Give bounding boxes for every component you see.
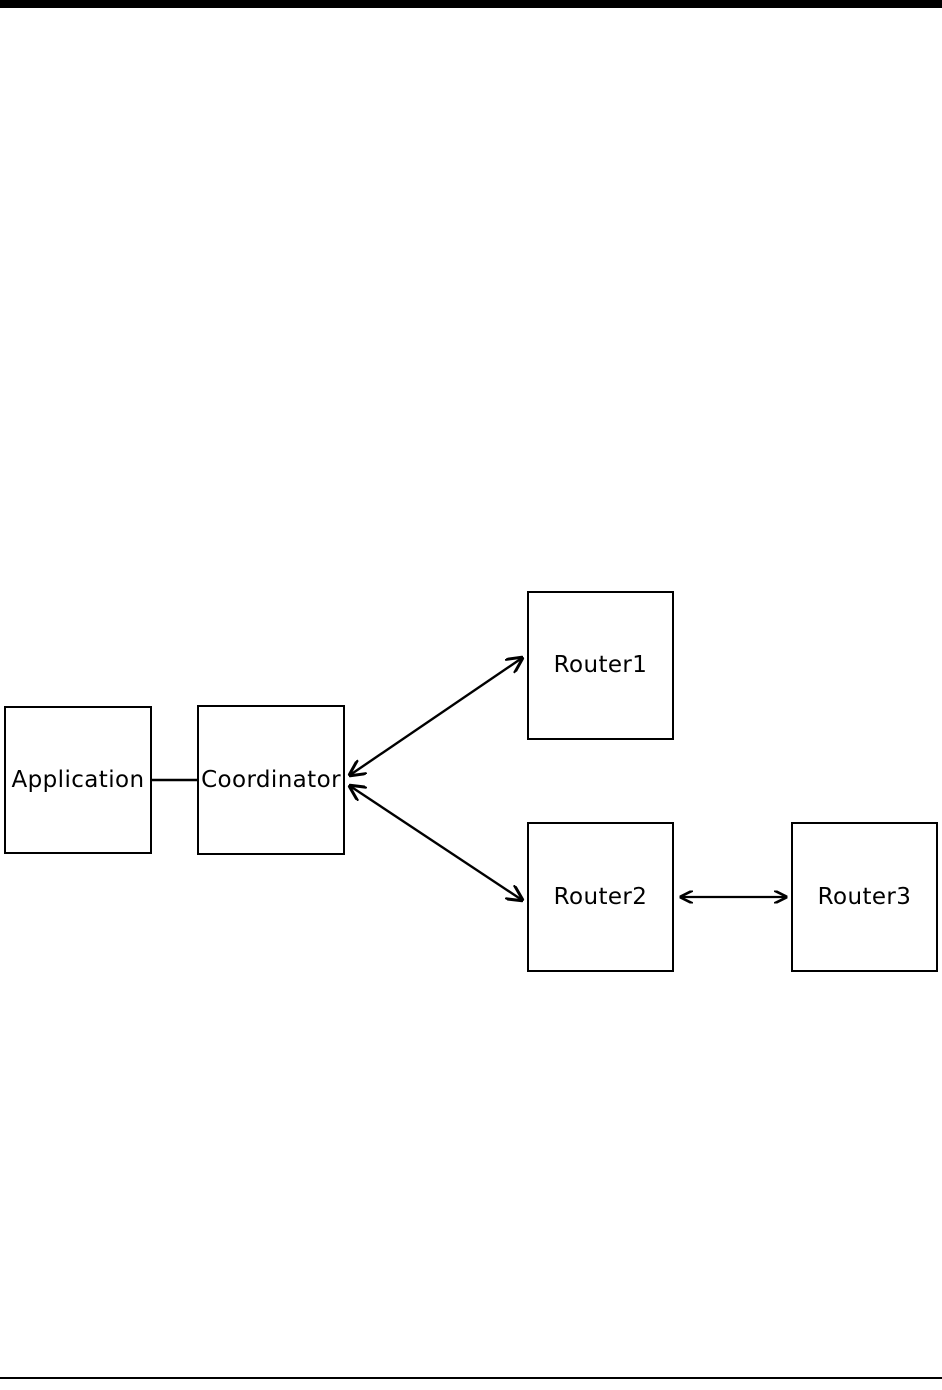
node-router1[interactable]: Router1 <box>527 591 674 740</box>
edge-coordinator-router1 <box>350 658 522 775</box>
node-router2-label: Router2 <box>553 883 648 910</box>
node-router3-label: Router3 <box>817 883 912 910</box>
node-coordinator[interactable]: Coordinator <box>197 705 345 855</box>
node-coordinator-label: Coordinator <box>201 766 341 793</box>
node-router2[interactable]: Router2 <box>527 822 674 972</box>
node-router3[interactable]: Router3 <box>791 822 938 972</box>
top-black-bar <box>0 0 942 8</box>
node-router1-label: Router1 <box>553 652 648 678</box>
node-application[interactable]: Application <box>4 706 152 854</box>
bottom-rule <box>0 1377 942 1379</box>
edge-coordinator-router2 <box>350 786 522 900</box>
node-application-label: Application <box>11 766 145 793</box>
